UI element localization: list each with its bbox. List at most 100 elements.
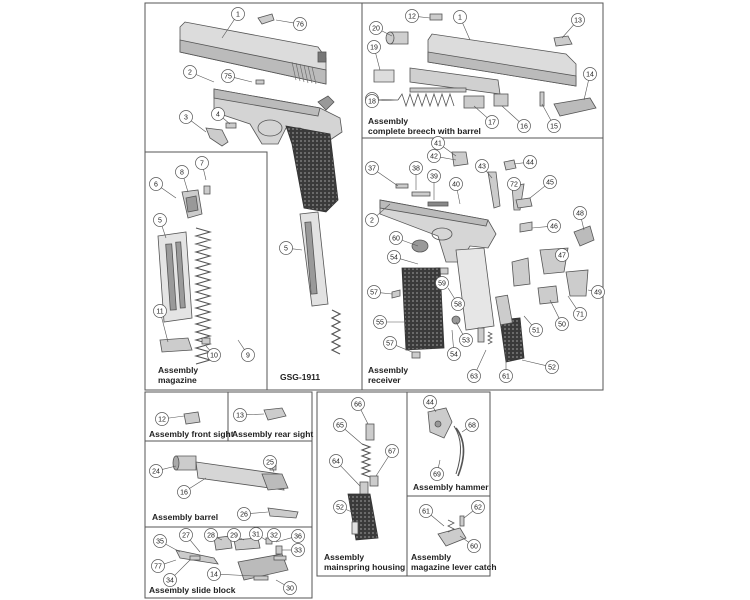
leader-line xyxy=(191,120,207,133)
callout-bubble xyxy=(207,348,221,362)
callout-main-75: 75 xyxy=(221,69,253,83)
callout-number: 62 xyxy=(474,505,482,512)
small-pin-part xyxy=(255,79,265,85)
receiver-title-line1: Assembly xyxy=(368,365,408,375)
leader-line xyxy=(203,169,207,181)
callout-hammer-68: 68 xyxy=(461,418,479,433)
slide-block-panel-frame xyxy=(144,526,313,599)
callout-mainspring-52: 52 xyxy=(333,500,353,514)
leader-line xyxy=(239,537,245,541)
callout-number: 5 xyxy=(284,246,288,253)
leader-line xyxy=(521,359,546,366)
front-sight-parts xyxy=(183,411,201,425)
leader-line xyxy=(250,511,269,514)
leader-line xyxy=(162,465,177,470)
callout-magazine-9: 9 xyxy=(237,339,255,362)
leader-line xyxy=(376,203,391,216)
leader-line xyxy=(360,409,369,425)
leader-line xyxy=(438,459,441,468)
callout-receiver-57: 57 xyxy=(383,336,413,353)
callout-barrel-25: 25 xyxy=(263,455,277,473)
leader-line xyxy=(541,103,552,121)
callout-bubble xyxy=(291,529,305,543)
callout-number: 9 xyxy=(246,353,250,360)
callout-breech-14: 14 xyxy=(583,67,597,101)
callout-number: 38 xyxy=(412,166,420,173)
callout-receiver-58: 58 xyxy=(447,287,465,311)
callout-number: 5 xyxy=(158,218,162,225)
callout-bubble xyxy=(475,159,489,173)
callout-barrel-24: 24 xyxy=(149,464,177,478)
callout-barrel-16: 16 xyxy=(177,477,207,499)
leader-line xyxy=(189,477,207,489)
callout-mainspring-65: 65 xyxy=(333,418,363,445)
leader-line xyxy=(183,178,189,193)
callout-receiver-46: 46 xyxy=(531,219,561,233)
leader-line xyxy=(583,80,589,101)
callout-bubble xyxy=(283,581,297,595)
callout-receiver-55: 55 xyxy=(373,315,404,329)
leader-line xyxy=(246,413,265,416)
breech-front-sight xyxy=(429,13,443,21)
callout-lever_catch-62: 62 xyxy=(463,500,485,519)
leader-line xyxy=(261,537,267,541)
leader-line xyxy=(161,226,167,239)
callout-main-76: 76 xyxy=(275,17,307,31)
callout-number: 35 xyxy=(156,539,164,546)
callout-receiver-39: 39 xyxy=(427,169,441,200)
leader-line xyxy=(380,292,393,295)
callout-bubble xyxy=(543,175,557,189)
callout-bubble xyxy=(435,276,449,290)
hammer-panel-frame xyxy=(406,391,491,497)
callout-bubble xyxy=(367,40,381,54)
callout-receiver-61: 61 xyxy=(499,350,513,383)
grip-panel xyxy=(285,125,339,213)
leader-line xyxy=(205,345,210,351)
callout-receiver-71: 71 xyxy=(567,295,587,321)
callout-number: 40 xyxy=(452,182,460,189)
callout-bubble xyxy=(583,67,597,81)
leader-line xyxy=(375,53,381,71)
callout-slide_block-29: 29 xyxy=(227,528,245,542)
callout-bubble xyxy=(163,573,177,587)
callout-magazine-10: 10 xyxy=(205,345,221,362)
callout-bubble xyxy=(389,231,403,245)
leader-line xyxy=(195,74,215,83)
callout-number: 16 xyxy=(180,490,188,497)
callout-bubble xyxy=(387,250,401,264)
magazine-title-line2: magazine xyxy=(158,375,197,385)
leader-line xyxy=(292,248,303,251)
callout-bubble xyxy=(573,206,587,220)
callout-receiver-51: 51 xyxy=(523,315,543,337)
callout-number: 53 xyxy=(462,338,470,345)
callout-number: 6 xyxy=(154,182,158,189)
callout-number: 28 xyxy=(207,533,215,540)
callout-lever_catch-61: 61 xyxy=(419,504,445,527)
callout-number: 26 xyxy=(240,512,248,519)
callout-bubble xyxy=(449,177,463,191)
callout-bubble xyxy=(571,13,585,27)
callout-number: 68 xyxy=(468,423,476,430)
callout-number: 29 xyxy=(230,533,238,540)
leader-line xyxy=(581,219,585,231)
callout-bubble xyxy=(419,504,433,518)
callout-number: 54 xyxy=(390,255,398,262)
callout-bubble xyxy=(177,485,191,499)
callout-number: 63 xyxy=(470,374,478,381)
spring-guide-part xyxy=(463,95,485,109)
callout-bubble xyxy=(591,285,605,299)
callout-bubble xyxy=(231,7,245,21)
leader-line xyxy=(529,185,546,199)
callout-receiver-59: 59 xyxy=(435,275,449,290)
slide-block-panel-title: Assembly slide block xyxy=(149,585,236,595)
breech-panel-title: Assembly complete breech with barrel xyxy=(368,116,481,136)
callout-receiver-47: 47 xyxy=(555,248,569,262)
callout-bubble xyxy=(179,110,193,124)
leader-line xyxy=(216,537,223,541)
leader-line xyxy=(561,24,574,39)
callout-bubble xyxy=(249,527,263,541)
callout-main-2: 2 xyxy=(183,65,215,83)
callout-number: 43 xyxy=(478,164,486,171)
callout-number: 2 xyxy=(188,70,192,77)
callout-bubble xyxy=(423,395,437,409)
